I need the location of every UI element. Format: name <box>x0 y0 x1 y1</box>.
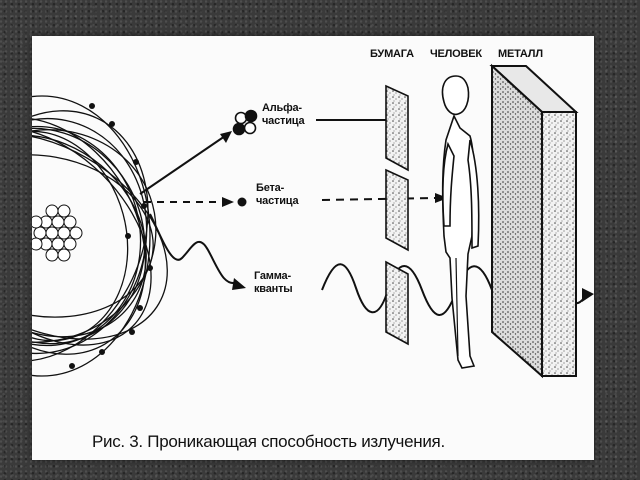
electrons <box>69 103 153 369</box>
paper-sheets <box>385 84 409 346</box>
paper-sheet-alpha <box>385 84 409 172</box>
alpha-particle-icon <box>232 109 258 136</box>
human-label: ЧЕЛОВЕК <box>430 48 482 60</box>
gamma-ray-label: Гамма- кванты <box>254 270 293 295</box>
paper-sheet-beta <box>385 168 409 252</box>
electron-orbits <box>32 95 168 377</box>
figure-caption: Рис. 3. Проникающая способность излучени… <box>92 432 445 451</box>
radiation-penetration-diagram <box>32 63 594 379</box>
paper-sheet-gamma <box>385 260 409 346</box>
slide: БУМАГА ЧЕЛОВЕК МЕТАЛЛ Альфа- частица Бет… <box>32 36 594 460</box>
beta-particle-path <box>144 193 448 207</box>
paper-label: БУМАГА <box>370 48 414 60</box>
atom-illustration <box>32 95 168 377</box>
metal-block <box>489 63 579 379</box>
beta-particle-label: Бета- частица <box>256 182 299 207</box>
nucleus <box>32 204 83 262</box>
beta-particle-icon <box>237 197 247 207</box>
human-figure <box>441 75 480 369</box>
metal-label: МЕТАЛЛ <box>498 48 543 60</box>
alpha-particle-label: Альфа- частица <box>262 102 305 127</box>
